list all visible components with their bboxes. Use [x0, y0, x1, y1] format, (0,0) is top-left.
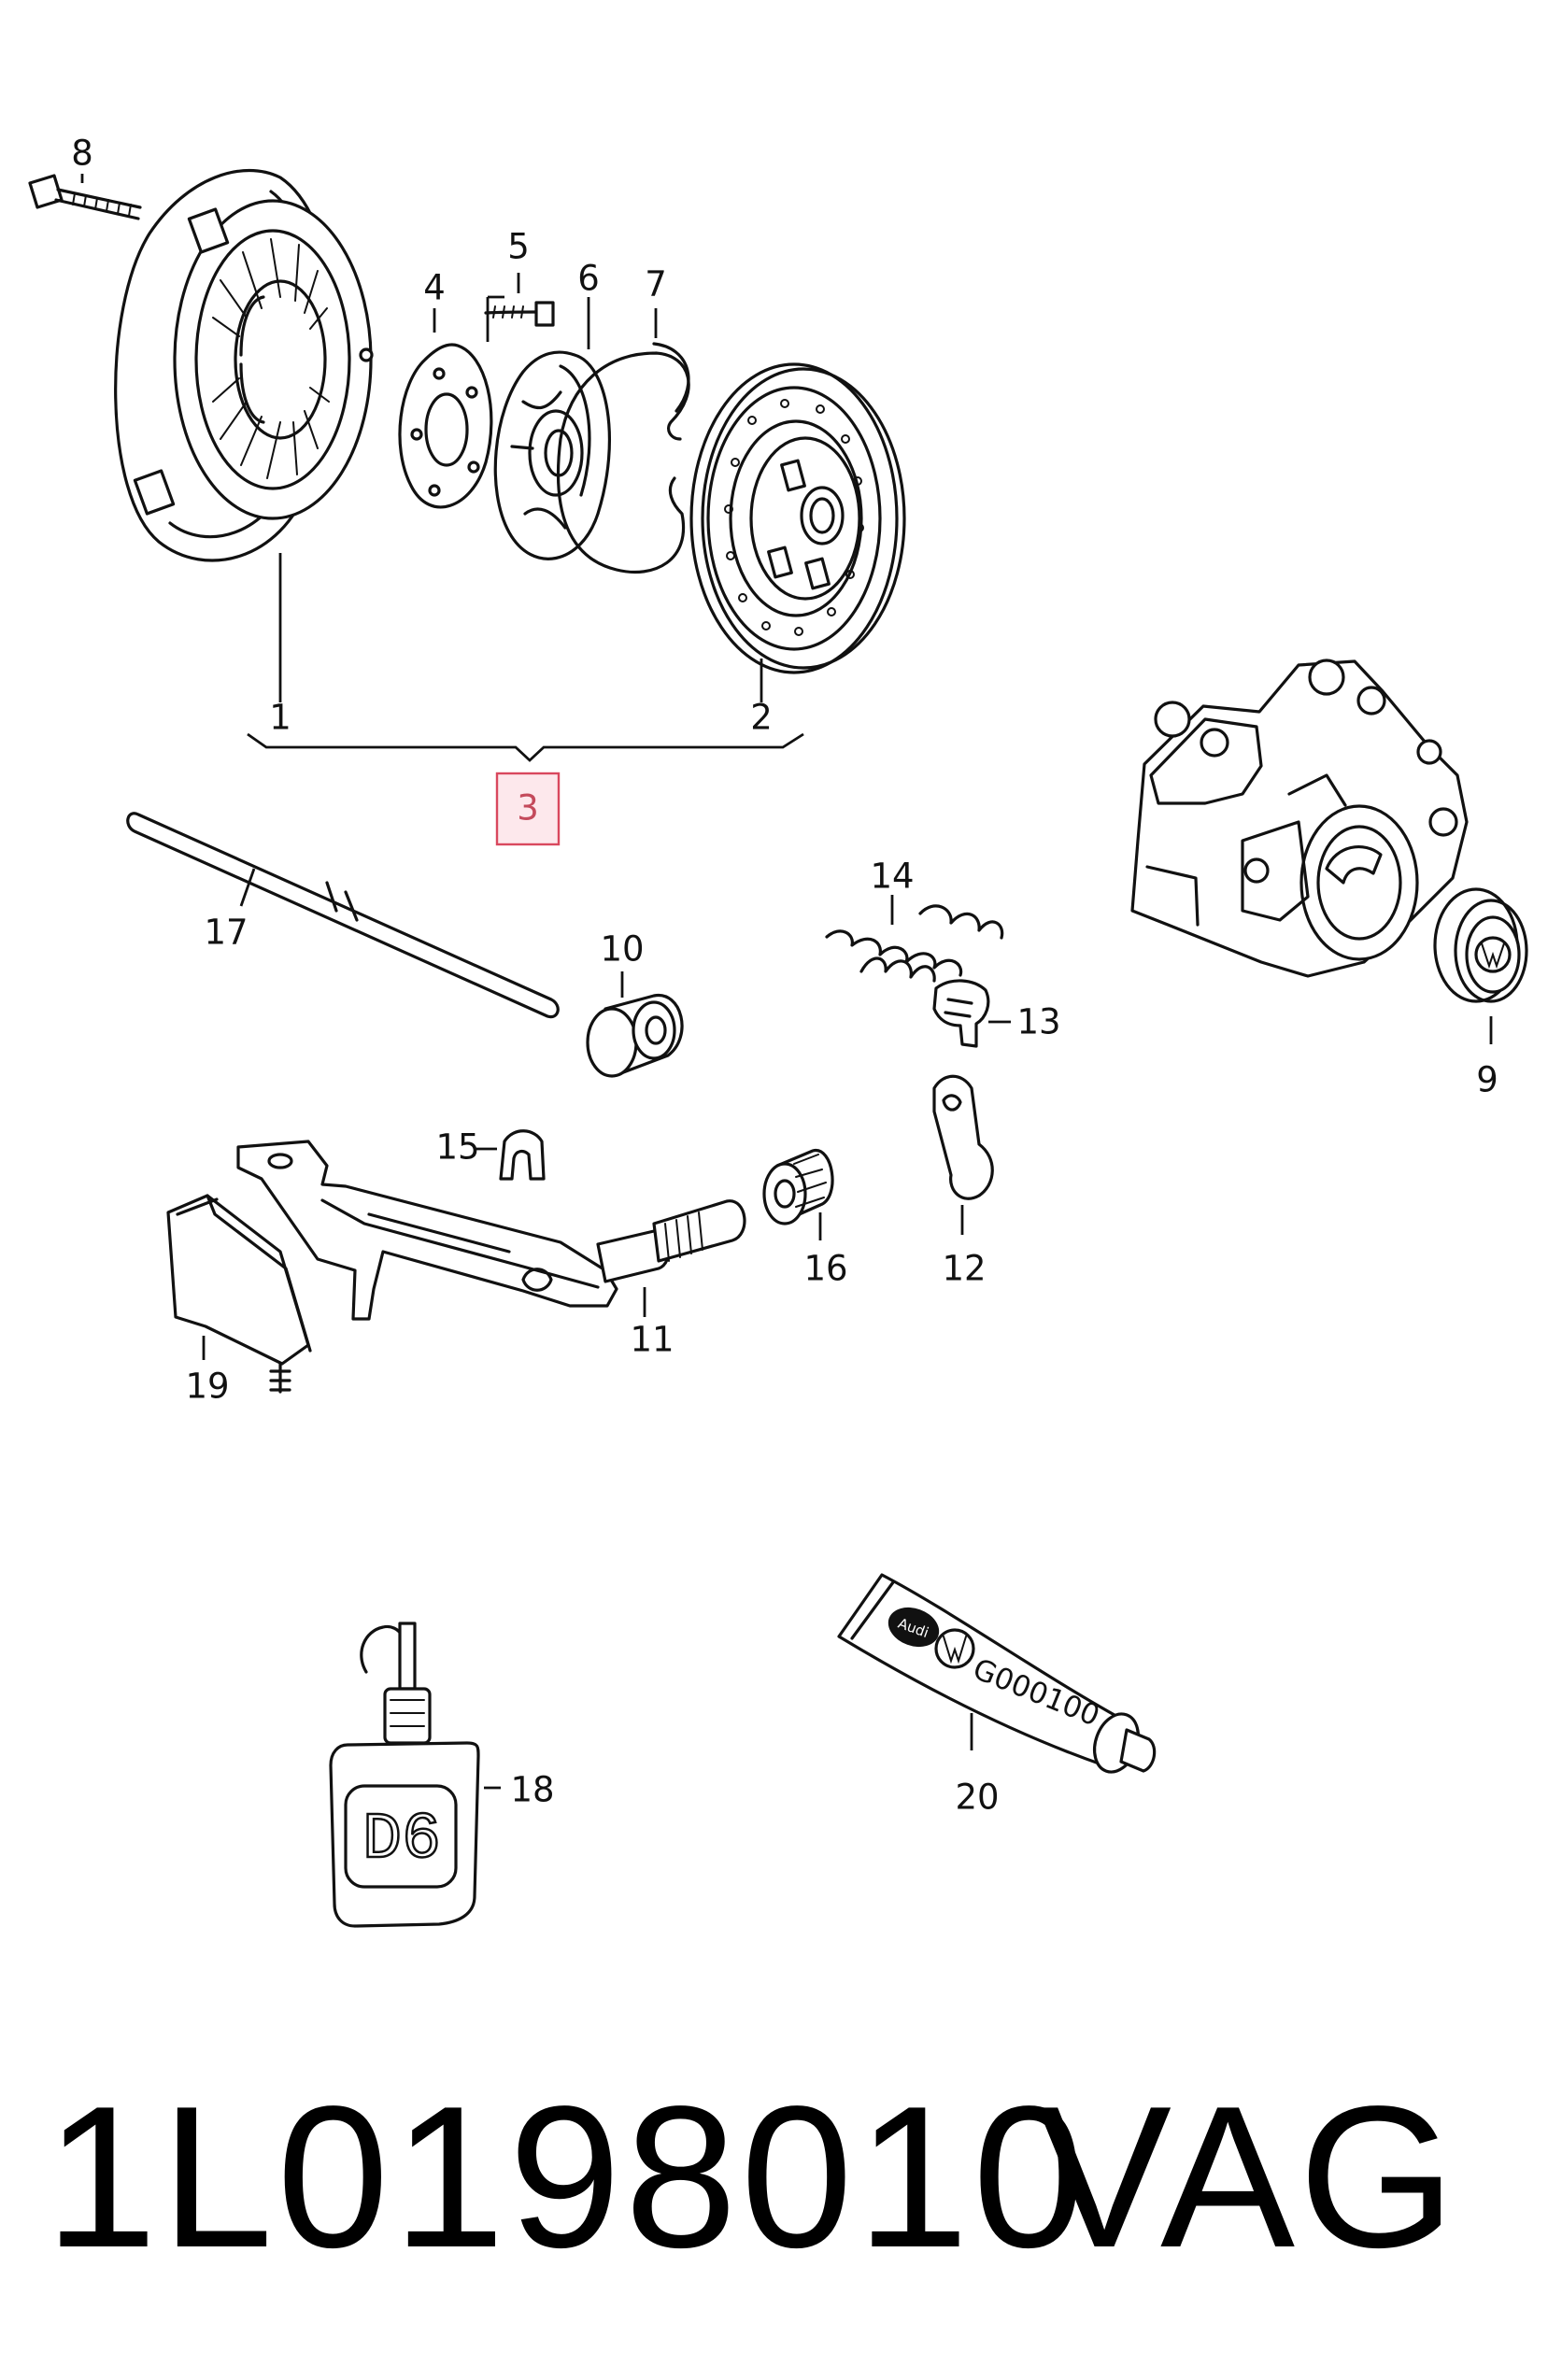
- callout-14[interactable]: 14: [870, 857, 914, 897]
- callout-3[interactable]: 3: [517, 788, 539, 829]
- springs-part-14[interactable]: [825, 895, 1004, 983]
- wire-ring-part-7[interactable]: [556, 308, 690, 574]
- callout-4[interactable]: 4: [423, 268, 446, 308]
- callout-13[interactable]: 13: [1016, 1002, 1060, 1042]
- gearbox-housing-part-9[interactable]: [1130, 659, 1469, 978]
- vw-logo-icon: [934, 1628, 975, 1669]
- callout-15[interactable]: 15: [435, 1127, 479, 1168]
- plate-part-4[interactable]: [398, 308, 493, 509]
- callout-8[interactable]: 8: [71, 134, 93, 174]
- callout-11[interactable]: 11: [630, 1320, 674, 1360]
- vw-logo-icon: [1474, 936, 1512, 973]
- push-rod-part-17[interactable]: [126, 812, 560, 1019]
- callout-5[interactable]: 5: [507, 227, 530, 267]
- callout-19[interactable]: 19: [185, 1367, 229, 1407]
- clip-part-15[interactable]: [476, 1129, 546, 1181]
- callout-2[interactable]: 2: [750, 698, 773, 738]
- pad-part-19[interactable]: [166, 1194, 312, 1394]
- part-number-caption: 1L0198010: [45, 2063, 1089, 2289]
- callout-7[interactable]: 7: [645, 264, 667, 305]
- bolt-part-5[interactable]: [484, 273, 555, 342]
- release-fork-part-11[interactable]: [236, 1140, 746, 1321]
- callout-12[interactable]: 12: [942, 1249, 986, 1289]
- brand-caption: VAG: [1037, 2063, 1460, 2289]
- bottle-part-18[interactable]: D6: [329, 1622, 501, 1928]
- callout-1[interactable]: 1: [269, 698, 291, 738]
- bottle-label-d6: D6: [362, 1804, 441, 1877]
- lever-part-12[interactable]: [932, 1074, 994, 1235]
- clip-part-13[interactable]: [932, 979, 1011, 1048]
- callout-20[interactable]: 20: [955, 1778, 999, 1818]
- callout-9[interactable]: 9: [1476, 1060, 1498, 1100]
- pressure-plate-part-1[interactable]: [114, 169, 374, 703]
- bearing-part-10[interactable]: [586, 971, 684, 1078]
- bolt-part-8[interactable]: [28, 174, 142, 220]
- callout-6[interactable]: 6: [577, 259, 600, 299]
- audi-badge: [888, 1607, 940, 1648]
- kit-bracket: [247, 732, 804, 762]
- callout-18[interactable]: 18: [510, 1770, 554, 1810]
- highlight-box-3[interactable]: [495, 772, 561, 846]
- bushing-part-16[interactable]: [762, 1149, 834, 1240]
- callout-16[interactable]: 16: [803, 1249, 847, 1289]
- cap-part-9[interactable]: [1433, 887, 1528, 1044]
- tube-part-20[interactable]: Audi G000100: [837, 1573, 1157, 1778]
- callout-10[interactable]: 10: [600, 929, 644, 970]
- clutch-disc-part-2[interactable]: [689, 362, 906, 702]
- callout-labels: 8 5 4 6 7 1 2 3 17 10 14 13 9 15 16 12 1…: [71, 134, 1498, 1818]
- release-plate-part-6[interactable]: [493, 297, 612, 560]
- callout-17[interactable]: 17: [204, 913, 248, 953]
